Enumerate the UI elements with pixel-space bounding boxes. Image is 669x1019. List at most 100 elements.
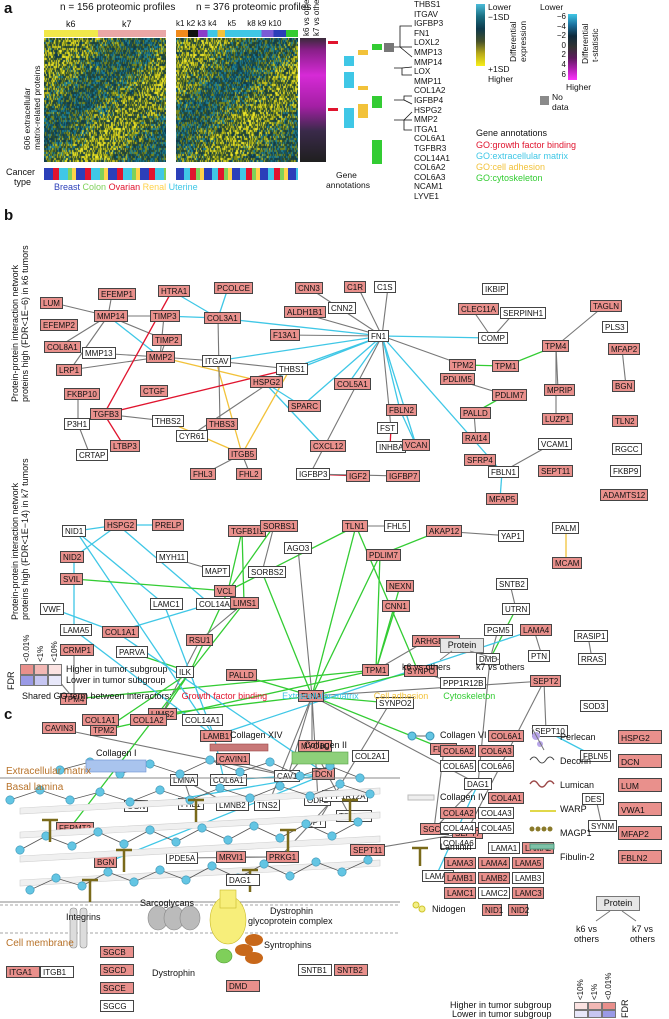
protein-node-tpm2[interactable]: TPM2 [449,359,477,371]
protein-node-myo1c[interactable]: MYO1C [298,740,333,752]
protein-node-dmd[interactable]: DMD [476,653,501,665]
protein-node-bgn[interactable]: BGN [612,380,636,392]
protein-node-pls3[interactable]: PLS3 [602,321,628,333]
gene-box-sgcd[interactable]: SGCD [100,964,134,976]
protein-node-nid1[interactable]: NID1 [62,525,87,537]
gene-box-lamc3[interactable]: LAMC3 [512,887,544,899]
gene-box-col4a5[interactable]: COL4A5 [478,822,514,834]
protein-node-tln2[interactable]: TLN2 [612,415,638,427]
gene-box-vwa1[interactable]: VWA1 [618,802,662,816]
protein-node-sorbs2[interactable]: SORBS2 [248,566,287,578]
protein-node-utrn[interactable]: UTRN [502,603,531,615]
protein-node-cavin3[interactable]: CAVIN3 [42,722,77,734]
gene-box-fbln2[interactable]: FBLN2 [618,850,662,864]
gene-box-col1a1[interactable]: COL1A1 [82,714,119,726]
protein-node-sept10[interactable]: SEPT10 [532,725,568,737]
protein-node-tln1[interactable]: TLN1 [342,520,368,532]
protein-node-mapt[interactable]: MAPT [202,565,231,577]
gene-box-col2a1[interactable]: COL2A1 [352,750,389,762]
protein-node-tgfb3[interactable]: TGFB3 [90,408,122,420]
protein-node-pdlim5[interactable]: PDLIM5 [440,373,475,385]
gene-box-dcn[interactable]: DCN [618,754,662,768]
protein-node-col14a1[interactable]: COL14A1 [196,598,238,610]
gene-box-col6a5[interactable]: COL6A5 [440,760,476,772]
gene-box-sgcg[interactable]: SGCG [100,1000,134,1012]
protein-node-p3h1[interactable]: P3H1 [64,418,91,430]
gene-box-col6a1[interactable]: COL6A1 [488,730,524,742]
protein-node-vcam1[interactable]: VCAM1 [538,438,572,450]
protein-node-pdlim7[interactable]: PDLIM7 [366,549,401,561]
protein-node-sfrp4[interactable]: SFRP4 [464,454,496,466]
protein-node-cyr61[interactable]: CYR61 [176,430,208,442]
protein-node-col5a1[interactable]: COL5A1 [334,378,371,390]
protein-node-col6a1[interactable]: COL6A1 [210,774,247,786]
gene-box-itgb1[interactable]: ITGB1 [40,966,74,978]
protein-node-cnn2[interactable]: CNN2 [328,302,356,314]
gene-box-lama1[interactable]: LAMA1 [488,842,520,854]
protein-node-serpinh1[interactable]: SERPINH1 [500,307,547,319]
protein-node-fhl5[interactable]: FHL5 [384,520,410,532]
gene-box-col14a1[interactable]: COL14A1 [182,714,224,726]
protein-node-mmp13[interactable]: MMP13 [82,347,116,359]
protein-node-fbln1[interactable]: FBLN1 [488,466,519,478]
protein-node-ltbp3[interactable]: LTBP3 [110,440,140,452]
protein-node-cavin1[interactable]: CAVIN1 [216,753,251,765]
protein-node-rgcc[interactable]: RGCC [612,443,642,455]
gene-box-col4a4[interactable]: COL4A4 [440,822,476,834]
protein-node-thbs1[interactable]: THBS1 [276,363,308,375]
protein-node-sept2[interactable]: SEPT2 [530,675,562,687]
protein-node-rras[interactable]: RRAS [578,653,607,665]
protein-node-sparc[interactable]: SPARC [288,400,321,412]
protein-node-vcl[interactable]: VCL [214,585,236,597]
protein-node-htra1[interactable]: HTRA1 [158,285,191,297]
protein-node-synpo[interactable]: SYNPO [404,665,439,677]
protein-node-col1a1[interactable]: COL1A1 [102,626,139,638]
protein-node-vcan[interactable]: VCAN [402,439,431,451]
protein-node-mrvi1[interactable]: MRVI1 [216,851,247,863]
protein-node-lama4[interactable]: LAMA4 [520,624,553,636]
protein-node-ilk[interactable]: ILK [176,666,195,678]
protein-node-lama5[interactable]: LAMA5 [60,624,93,636]
gene-box-nid1[interactable]: NID1 [482,904,503,916]
protein-node-sntb2[interactable]: SNTB2 [496,578,528,590]
protein-node-ikbip[interactable]: IKBIP [482,283,509,295]
protein-node-hspg2[interactable]: HSPG2 [250,376,284,388]
protein-node-fhl2[interactable]: FHL2 [236,468,262,480]
gene-box-col6a3[interactable]: COL6A3 [478,745,514,757]
protein-node-clec11a[interactable]: CLEC11A [458,303,499,315]
protein-node-myh11[interactable]: MYH11 [156,551,189,563]
protein-node-efemp2[interactable]: EFEMP2 [40,319,79,331]
protein-node-crmp1[interactable]: CRMP1 [60,644,95,656]
protein-node-fst[interactable]: FST [377,422,399,434]
gene-box-col4a6[interactable]: COL4A6 [440,837,476,849]
protein-node-fbln2[interactable]: FBLN2 [386,404,417,416]
protein-node-tpm4[interactable]: TPM4 [542,340,570,352]
protein-node-aldh1b1[interactable]: ALDH1B1 [284,306,326,318]
protein-node-adamts12[interactable]: ADAMTS12 [600,489,649,501]
protein-node-nid2[interactable]: NID2 [60,551,85,563]
protein-node-efemp1[interactable]: EFEMP1 [98,288,137,300]
protein-node-tpm1[interactable]: TPM1 [492,360,520,372]
protein-node-mcam[interactable]: MCAM [552,557,583,569]
protein-node-akap12[interactable]: AKAP12 [426,525,463,537]
protein-node-lum[interactable]: LUM [40,297,63,309]
protein-node-fn1[interactable]: FN1 [368,330,390,342]
protein-node-fbln5[interactable]: FBLN5 [580,750,611,762]
gene-box-lama3[interactable]: LAMA3 [444,857,476,869]
protein-node-rai14[interactable]: RAI14 [462,432,491,444]
protein-node-pcolce[interactable]: PCOLCE [214,282,253,294]
protein-node-c1r[interactable]: C1R [344,281,367,293]
protein-node-cxcl12[interactable]: CXCL12 [310,440,347,452]
gene-box-col4a2[interactable]: COL4A2 [440,807,476,819]
gene-box-sntb1[interactable]: SNTB1 [298,964,332,976]
protein-node-f13a1[interactable]: F13A1 [270,329,300,341]
protein-node-igf2[interactable]: IGF2 [346,470,370,482]
protein-node-timp3[interactable]: TIMP3 [150,310,180,322]
protein-node-parva[interactable]: PARVA [116,646,148,658]
protein-node-sorbs1[interactable]: SORBS1 [260,520,299,532]
protein-node-mfap2[interactable]: MFAP2 [608,343,641,355]
protein-node-ctgf[interactable]: CTGF [140,385,168,397]
protein-node-palm[interactable]: PALM [552,522,580,534]
protein-node-cnn1[interactable]: CNN1 [382,600,410,612]
protein-node-mmp14[interactable]: MMP14 [94,310,128,322]
